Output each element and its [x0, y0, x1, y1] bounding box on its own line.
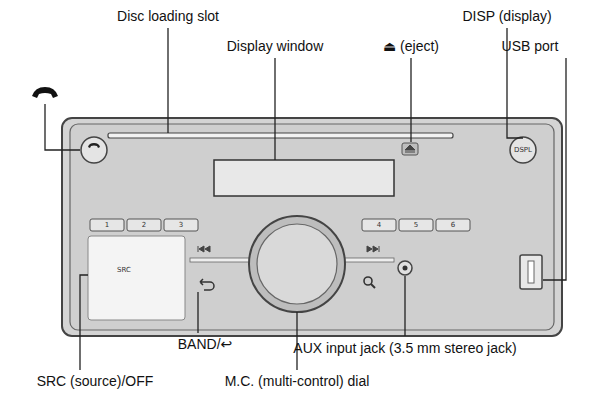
button-text: SRC [117, 266, 131, 274]
prev-bar [190, 258, 250, 262]
button-text: 2 [142, 221, 146, 229]
dial-ring [249, 216, 345, 312]
usb-port [520, 255, 542, 289]
part-label: USB port [502, 38, 559, 54]
part-label: Display window [227, 38, 323, 54]
eject-button [402, 143, 418, 155]
disc-slot [108, 133, 453, 138]
button-text: DSPL [514, 146, 532, 154]
search-icon-handle [371, 284, 375, 288]
outer-frame [62, 118, 562, 336]
prev-icon [198, 246, 210, 252]
aux-jack-hole [403, 266, 408, 271]
back-icon [200, 279, 214, 290]
display-window [214, 160, 394, 196]
face-plate [70, 124, 554, 330]
leader-lines [45, 28, 566, 370]
dial [257, 224, 337, 304]
button-text: 4 [377, 221, 381, 229]
phone-symbol [32, 87, 58, 98]
button-text: 5 [414, 221, 418, 229]
search-icon [364, 277, 372, 285]
phone-icon [88, 143, 100, 148]
next-icon [367, 246, 379, 252]
part-label: Disc loading slot [117, 8, 219, 24]
part-label: AUX input jack (3.5 mm stereo jack) [293, 340, 516, 356]
eject-icon [405, 145, 415, 152]
part-label: ⏏ (eject) [383, 38, 439, 54]
next-bar [344, 258, 394, 262]
part-label: SRC (source)/OFF [37, 373, 154, 389]
part-label: BAND/↩ [178, 336, 233, 352]
src-button [88, 236, 185, 320]
aux-jack [398, 261, 412, 275]
button-text: 1 [105, 221, 109, 229]
part-label: DISP (display) [462, 8, 551, 24]
button-text: 6 [451, 221, 455, 229]
call-button [81, 137, 107, 163]
dspl-button [510, 137, 536, 163]
button-text: 3 [179, 221, 183, 229]
part-label: M.C. (multi-control) dial [225, 373, 370, 389]
usb-slot [528, 261, 534, 283]
